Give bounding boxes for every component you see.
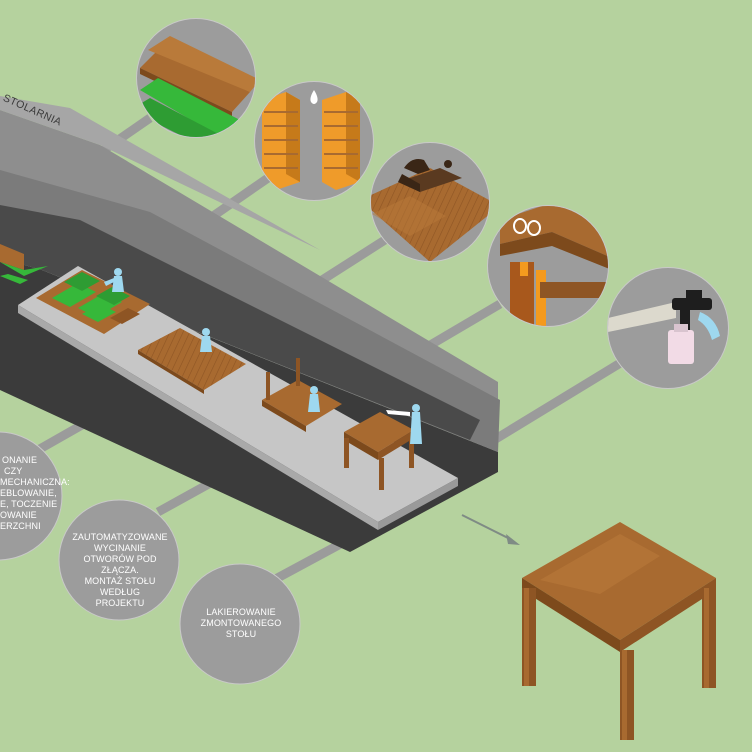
step-circle-painting: [607, 267, 729, 389]
caption-circle-varnish: [179, 563, 301, 685]
arrow-icon: [461, 514, 520, 545]
hand-plane-icon: [371, 159, 489, 261]
caption-circle-drilling: [58, 499, 180, 621]
caption-line: LAKIEROWANIE: [206, 607, 276, 617]
caption-line: ERZCHNI: [0, 521, 41, 531]
station-table-finished: [344, 412, 414, 490]
floor-top-band: [0, 96, 320, 250]
worker-figure: [200, 328, 212, 352]
planks-icon: [137, 36, 255, 137]
caption-line: ONANIE: [2, 455, 38, 465]
worker-figure: [104, 268, 124, 292]
step-circle-drilling: [487, 205, 609, 327]
caption-drilling-text: ZAUTOMATYZOWANE WYCINANIE OTWORÓW POD ZŁ…: [66, 532, 174, 609]
caption-line: OWANIE: [0, 510, 37, 520]
water-drop-icon: [310, 90, 318, 104]
assembly-platform-edge: [18, 305, 378, 530]
station-table-assembly: [262, 358, 342, 432]
step-circle-planing: [370, 142, 490, 262]
spray-gun-icon: [608, 290, 720, 364]
worker-figure: [308, 386, 320, 412]
caption-mechanical-text: ONANIE CZY MECHANICZNA: EBLOWANIE, E, TO…: [0, 455, 70, 532]
floor-lane-dark: [0, 205, 480, 440]
caption-varnish-text: LAKIEROWANIE ZMONTOWANEGO STOŁU: [196, 607, 286, 640]
caption-line: WYCINANIE: [94, 543, 146, 553]
assembly-platform-side: [378, 478, 458, 530]
caption-line: E, TOCZENIE: [0, 499, 58, 509]
caption-line: ZAUTOMATYZOWANE: [72, 532, 168, 542]
caption-line: STOŁU: [225, 629, 257, 639]
caption-line: EBLOWANIE,: [0, 488, 57, 498]
caption-line: PROJEKTU: [95, 598, 145, 608]
caption-line: ZMONTOWANEGO: [200, 618, 282, 628]
caption-line: MECHANICZNA:: [0, 477, 70, 487]
conveyor-planks-left: [0, 244, 48, 284]
caption-line: CZY: [4, 466, 23, 476]
step-circle-drying: [254, 81, 374, 201]
caption-circle-mechanical: [0, 431, 63, 561]
step-circle-cutting: [136, 18, 256, 138]
worker-figure: [386, 404, 422, 444]
finished-table-illustration: [522, 522, 716, 740]
caption-line: OTWORÓW POD ZŁĄCZA.: [83, 554, 157, 575]
caption-line: MONTAŻ STOŁU WEDŁUG: [84, 576, 156, 597]
station-cutting-boards: [36, 270, 150, 334]
station-tabletop-planks: [138, 328, 246, 394]
stacked-boards-icon: [262, 90, 360, 190]
